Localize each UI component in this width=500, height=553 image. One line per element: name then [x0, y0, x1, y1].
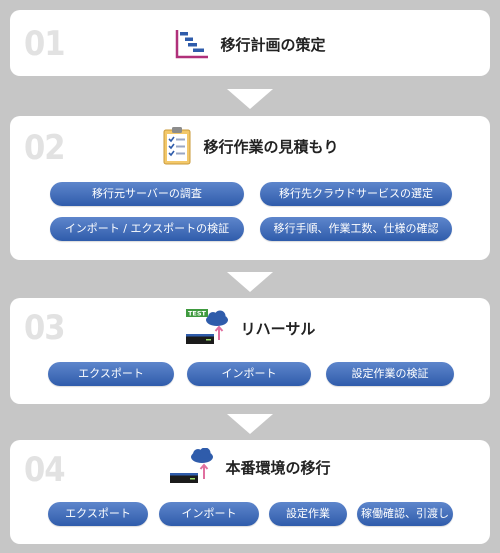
step-card-03: 03 TEST リハーサル エクスポート インポート 設定作業の検証 — [10, 298, 490, 404]
test-server-cloud-icon: TEST — [185, 309, 228, 344]
step-number: 03 — [24, 308, 66, 348]
task-pill: 移行元サーバーの調査 — [50, 182, 244, 206]
step-title-row: 移行計画の策定 — [10, 28, 490, 60]
flow-arrow — [227, 272, 273, 292]
step-title-row: 移行作業の見積もり — [10, 126, 490, 166]
server-cloud-migration-icon — [170, 448, 214, 483]
step-card-02: 02 移行作業の見積もり 移行元サーバーの調査 移行先クラウドサービスの選定 イ… — [10, 116, 490, 260]
step-title-row: 本番環境の移行 — [10, 448, 490, 486]
step-number: 01 — [24, 24, 66, 64]
task-pill: エクスポート — [48, 362, 174, 386]
task-pill: インポート / エクスポートの検証 — [50, 217, 244, 241]
task-pill: 設定作業 — [269, 502, 347, 526]
step-card-04: 04 本番環境の移行 エクスポート インポート 設定作業 稼働確認、引渡し — [10, 440, 490, 544]
step-title: 移行計画の策定 — [220, 35, 326, 54]
test-badge-text: TEST — [188, 310, 207, 318]
step-title: 本番環境の移行 — [225, 458, 331, 477]
gantt-chart-icon — [176, 30, 209, 59]
flow-arrow — [227, 414, 273, 434]
flow-arrow — [227, 89, 273, 109]
step-title-row: TEST リハーサル — [10, 308, 490, 348]
task-pill: 設定作業の検証 — [326, 362, 454, 386]
step-title: リハーサル — [240, 319, 316, 338]
step-number: 02 — [24, 128, 66, 168]
task-pill: 移行先クラウドサービスの選定 — [260, 182, 452, 206]
task-pill: 移行手順、作業工数、仕様の確認 — [260, 217, 452, 241]
clipboard-checklist-icon — [163, 127, 191, 165]
task-pill: インポート — [187, 362, 311, 386]
step-title: 移行作業の見積もり — [203, 137, 339, 156]
task-pill: インポート — [159, 502, 259, 526]
task-pill: 稼働確認、引渡し — [357, 502, 453, 526]
step-number: 04 — [24, 450, 66, 490]
step-card-01: 01 移行計画の策定 — [10, 10, 490, 76]
task-pill: エクスポート — [48, 502, 148, 526]
